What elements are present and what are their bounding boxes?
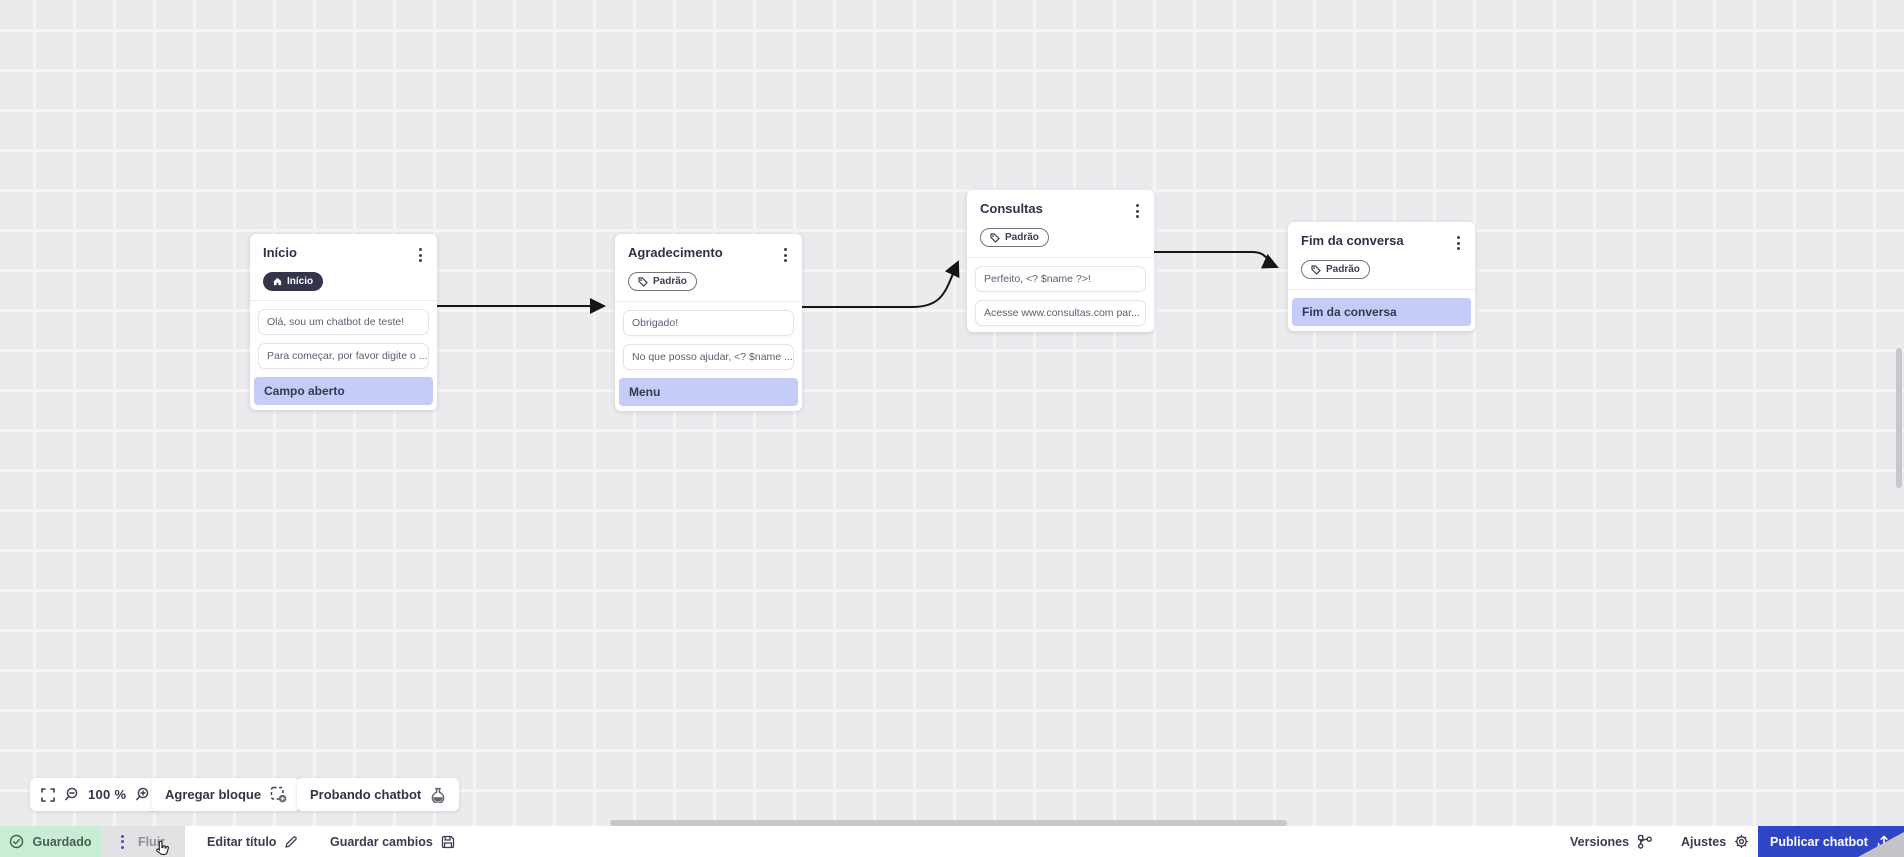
- publish-label: Publicar chatbot: [1770, 834, 1868, 849]
- default-badge: Padrão: [628, 272, 697, 291]
- zoom-toolbar: 100 %: [30, 778, 162, 811]
- edge-agradecimento-consultas: [802, 260, 960, 308]
- home-icon: [273, 277, 282, 286]
- kebab-menu-icon[interactable]: [779, 245, 792, 265]
- saved-status-badge: Guardado: [0, 826, 101, 857]
- save-changes-label: Guardar cambios: [330, 834, 433, 849]
- badge-label: Padrão: [1005, 232, 1039, 243]
- message-bubble[interactable]: Obrigado!: [623, 309, 794, 336]
- node-fim-da-conversa[interactable]: Fim da conversa Padrão Fim da conversa: [1288, 222, 1475, 331]
- add-block-label: Agregar bloque: [165, 787, 262, 802]
- floppy-save-icon: [441, 835, 455, 849]
- node-title: Agradecimento: [628, 245, 723, 260]
- status-bar: Guardado Fluir Editar título Guardar cam…: [0, 826, 1904, 857]
- zoom-level: 100 %: [88, 787, 127, 802]
- node-title: Início: [263, 245, 297, 260]
- message-bubble[interactable]: No que posso ajudar, <? $name ...: [623, 343, 794, 370]
- action-block-fim[interactable]: Fim da conversa: [1292, 297, 1471, 326]
- kebab-menu-icon[interactable]: [120, 834, 124, 849]
- connection-edges: [437, 251, 1279, 314]
- zoom-out-icon[interactable]: [64, 787, 79, 802]
- settings-button[interactable]: Ajustes: [1681, 826, 1749, 857]
- default-badge: Padrão: [1301, 260, 1370, 279]
- tag-icon: [1311, 264, 1321, 275]
- fit-view-icon[interactable]: [41, 787, 55, 802]
- edit-title-label: Editar título: [207, 834, 277, 849]
- flow-tab-label: Fluir: [137, 834, 166, 849]
- message-bubble[interactable]: Acesse www.consultas.com par...: [975, 299, 1146, 326]
- start-badge: Início: [263, 272, 324, 291]
- node-title: Fim da conversa: [1301, 233, 1404, 248]
- zoom-in-icon[interactable]: [135, 787, 150, 802]
- badge-label: Início: [287, 276, 314, 287]
- default-badge: Padrão: [980, 228, 1049, 247]
- tag-icon: [990, 232, 1000, 243]
- vertical-scrollbar[interactable]: [1896, 348, 1902, 488]
- add-block-button[interactable]: Agregar bloque: [152, 778, 301, 811]
- test-chatbot-button[interactable]: Probando chatbot: [297, 778, 460, 811]
- gear-icon: [1734, 834, 1749, 849]
- badge-label: Padrão: [653, 276, 687, 287]
- git-branch-icon: [1637, 834, 1653, 850]
- flask-icon: [430, 787, 446, 803]
- saved-label: Guardado: [32, 834, 92, 849]
- node-consultas[interactable]: Consultas Padrão Perfeito, <? $name ?>! …: [967, 190, 1154, 332]
- edit-title-button[interactable]: Editar título: [207, 826, 298, 857]
- flow-canvas[interactable]: Início Início Olá, sou um chatbot de tes…: [0, 0, 1904, 826]
- action-block-menu[interactable]: Menu: [619, 377, 798, 406]
- kebab-menu-icon[interactable]: [414, 245, 427, 265]
- edge-consultas-fim: [1154, 251, 1279, 269]
- tag-icon: [638, 276, 648, 287]
- tab-flow[interactable]: Fluir: [101, 826, 185, 857]
- add-block-icon: [270, 786, 287, 803]
- horizontal-scrollbar[interactable]: [610, 820, 1287, 826]
- kebab-menu-icon[interactable]: [1452, 233, 1465, 253]
- settings-label: Ajustes: [1681, 834, 1727, 849]
- node-agradecimento[interactable]: Agradecimento Padrão Obrigado! No que po…: [615, 234, 802, 411]
- window-corner-grip: [1858, 832, 1904, 857]
- message-bubble[interactable]: Perfeito, <? $name ?>!: [975, 265, 1146, 292]
- test-chatbot-label: Probando chatbot: [310, 787, 422, 802]
- badge-label: Padrão: [1326, 264, 1360, 275]
- node-inicio[interactable]: Início Início Olá, sou um chatbot de tes…: [250, 234, 437, 410]
- kebab-menu-icon[interactable]: [1131, 201, 1144, 221]
- save-changes-button[interactable]: Guardar cambios: [330, 826, 455, 857]
- node-title: Consultas: [980, 201, 1043, 216]
- message-bubble[interactable]: Olá, sou um chatbot de teste!: [258, 309, 429, 335]
- versions-label: Versiones: [1570, 834, 1630, 849]
- check-circle-icon: [9, 834, 24, 849]
- pencil-icon: [284, 835, 298, 849]
- action-block-campo-aberto[interactable]: Campo aberto: [254, 377, 433, 405]
- versions-button[interactable]: Versiones: [1570, 826, 1653, 857]
- message-bubble[interactable]: Para começar, por favor digite o ...: [258, 343, 429, 369]
